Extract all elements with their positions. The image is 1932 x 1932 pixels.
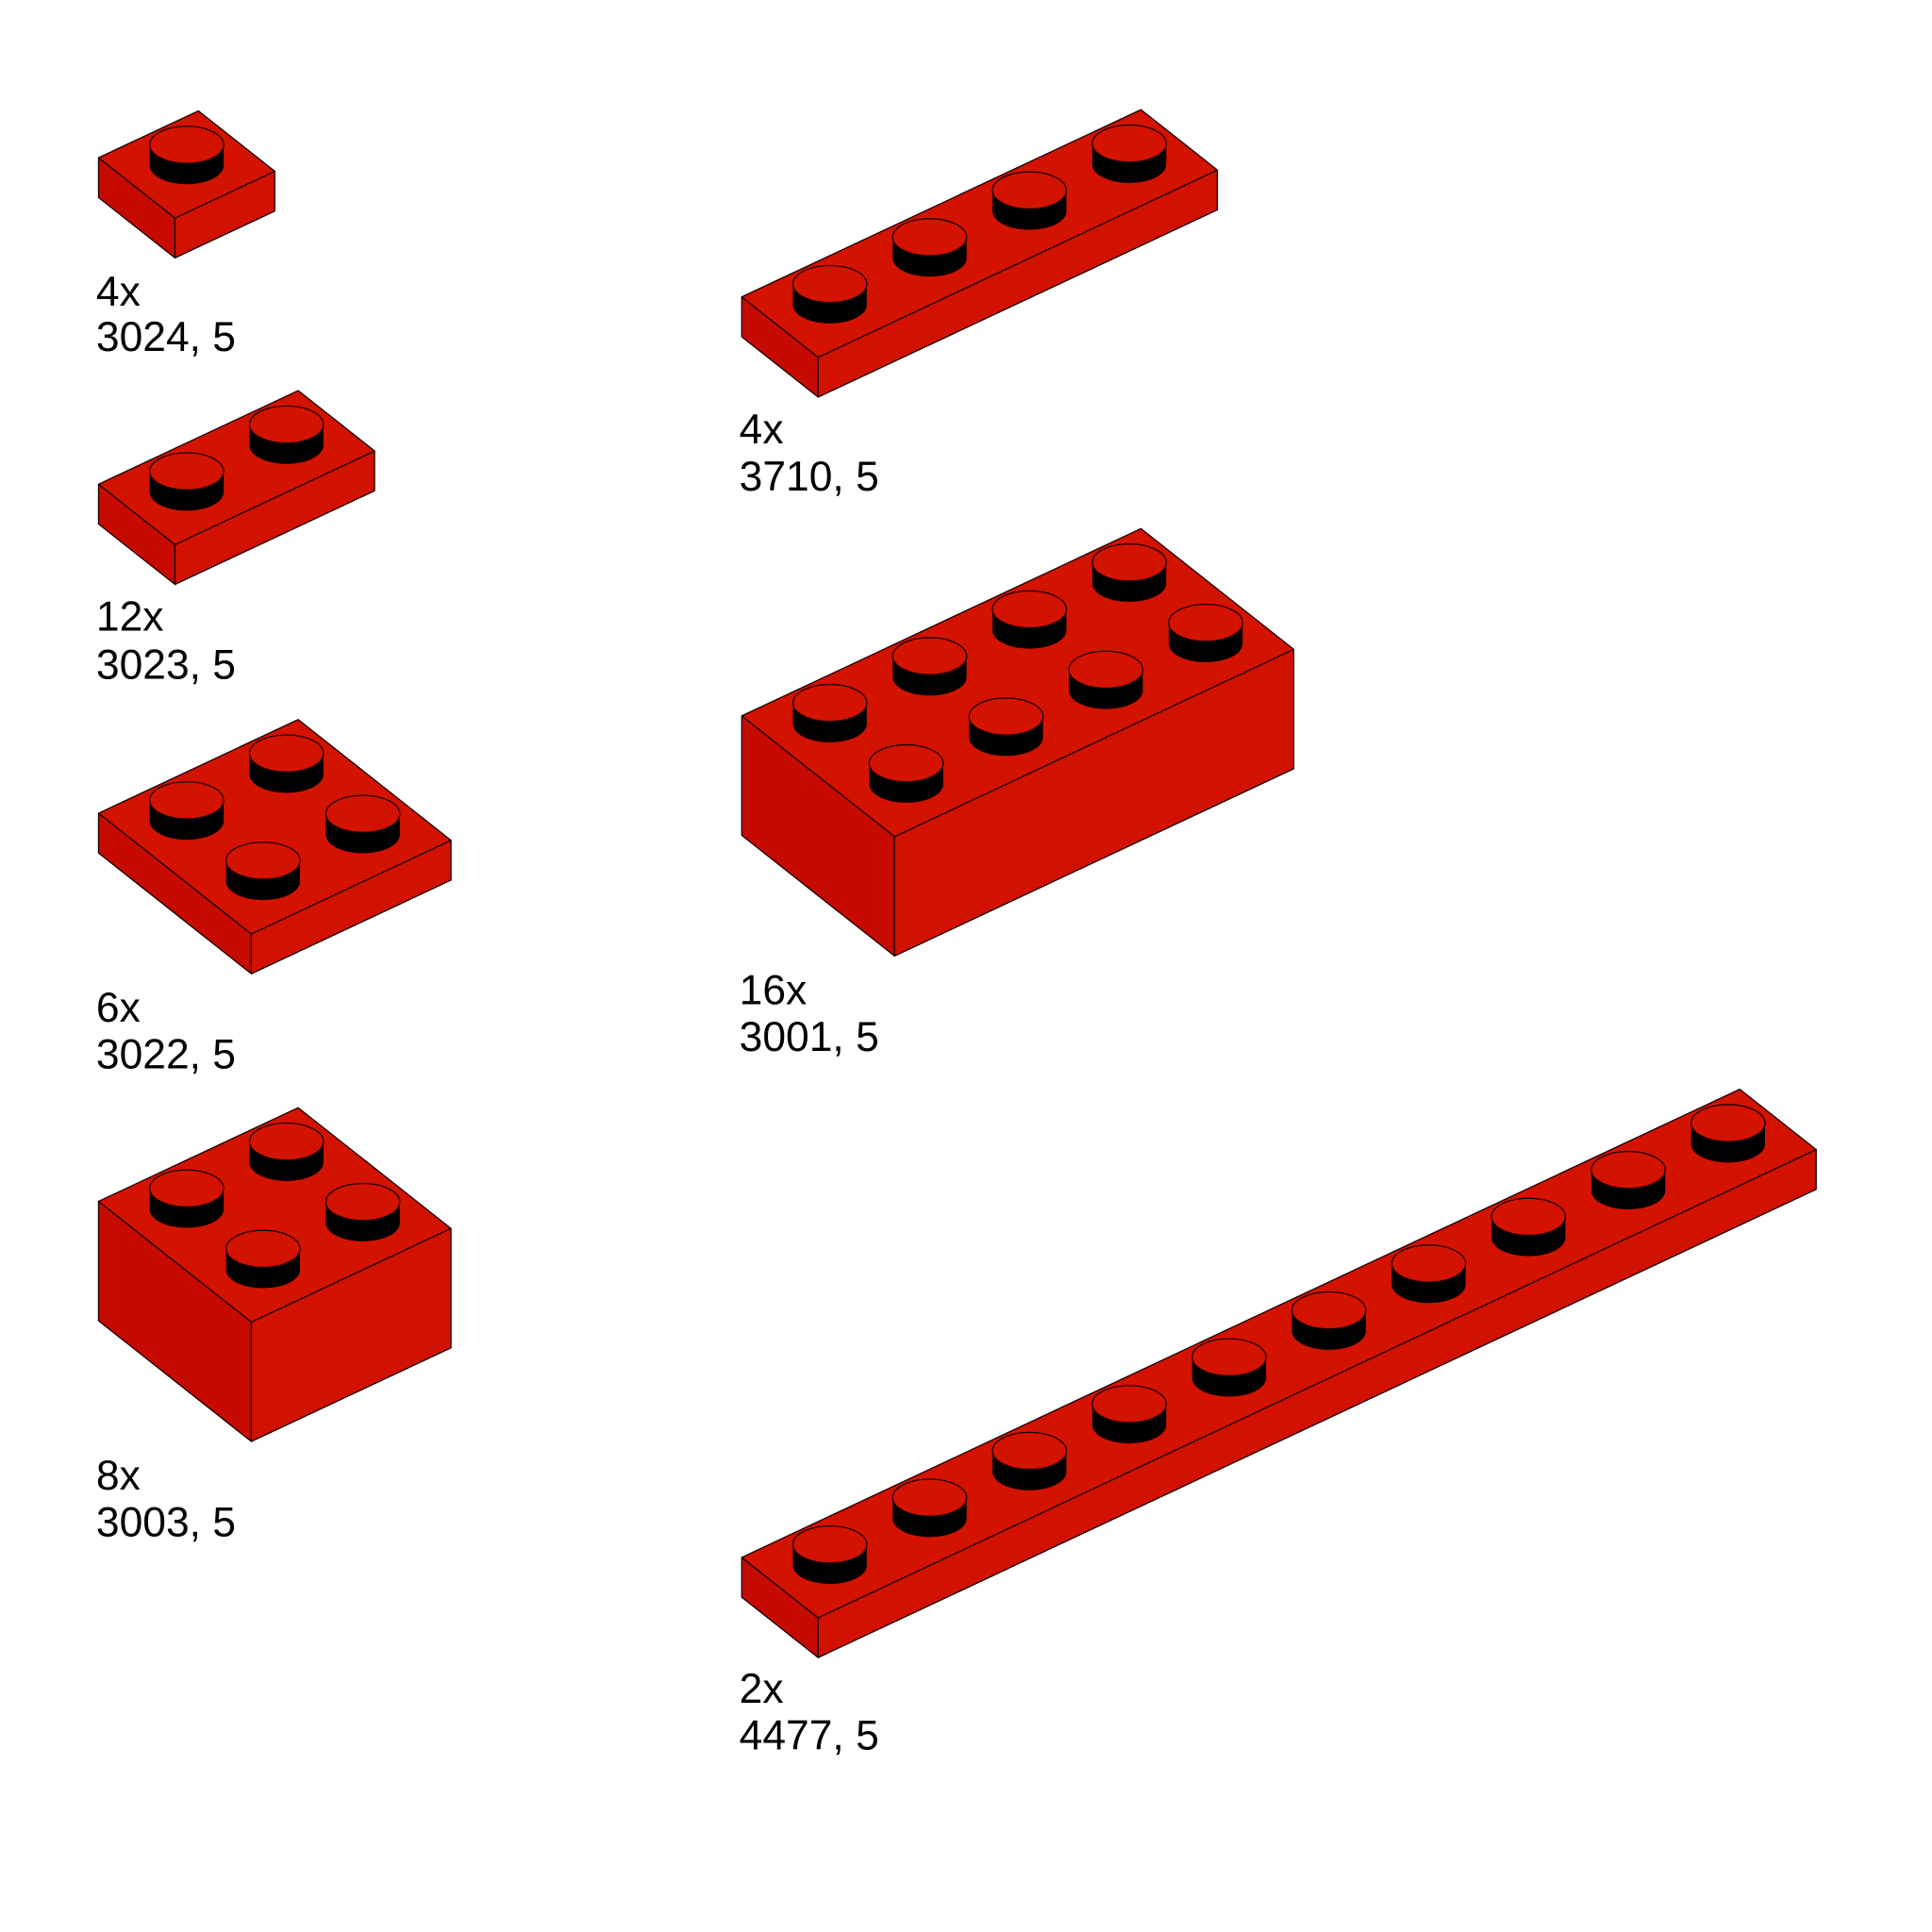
stud (1091, 124, 1167, 183)
brick-3001 (741, 527, 1295, 958)
stud (791, 1524, 868, 1585)
stud (991, 590, 1068, 649)
part-quantity: 2x (740, 1666, 784, 1712)
stud (991, 1431, 1068, 1491)
stud (991, 171, 1068, 230)
stud (1491, 1197, 1567, 1257)
brick-top-face (97, 1107, 452, 1324)
part-quantity: 4x (96, 269, 141, 315)
stud (791, 264, 868, 324)
brick-right-face (817, 1148, 1817, 1658)
part-number-color: 3710, 5 (740, 454, 879, 500)
part-quantity: 16x (740, 967, 808, 1013)
stud (891, 218, 968, 277)
part-number-color: 3022, 5 (96, 1031, 236, 1077)
brick-top-face (97, 719, 452, 935)
stud (1091, 1385, 1167, 1444)
part-number-color: 4477, 5 (740, 1713, 879, 1759)
stud (325, 794, 401, 854)
stud (325, 1182, 401, 1241)
stud (791, 683, 868, 742)
stud (149, 125, 225, 185)
stud (248, 1122, 325, 1181)
part-number-color: 3024, 5 (96, 314, 236, 360)
stud (149, 781, 225, 841)
stud (968, 697, 1044, 757)
stud (1191, 1338, 1267, 1397)
stud (1091, 543, 1167, 603)
stud (225, 1229, 301, 1289)
stud (1068, 650, 1144, 709)
stud (868, 743, 944, 803)
brick-4477 (741, 1088, 1817, 1658)
brick-3022 (97, 719, 452, 974)
brick-3024 (97, 109, 275, 259)
stud (225, 841, 301, 901)
part-quantity: 12x (96, 594, 164, 641)
stud (248, 734, 325, 793)
part-quantity: 6x (96, 985, 141, 1031)
stud (1168, 604, 1243, 663)
stud (149, 1169, 225, 1228)
stud (248, 405, 325, 464)
brick-3003 (97, 1107, 452, 1442)
brick-3023 (97, 390, 375, 586)
stud (1690, 1104, 1766, 1163)
part-quantity: 8x (96, 1453, 141, 1499)
stud (149, 452, 225, 511)
stud (1391, 1244, 1467, 1304)
part-number-color: 3023, 5 (96, 642, 236, 689)
part-number-color: 3003, 5 (96, 1500, 236, 1546)
brick-3710 (741, 108, 1219, 398)
stud (1591, 1150, 1666, 1209)
stud (891, 637, 968, 696)
stud (1291, 1291, 1367, 1350)
part-quantity: 4x (740, 407, 784, 453)
stud (891, 1478, 968, 1538)
part-number-color: 3001, 5 (740, 1014, 879, 1060)
